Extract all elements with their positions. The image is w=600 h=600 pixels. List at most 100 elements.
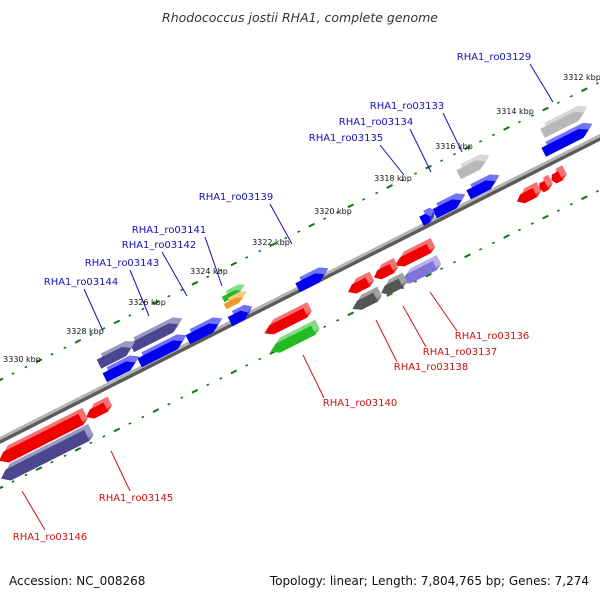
scale-tick	[569, 202, 573, 206]
gene-arrow[interactable]	[551, 165, 567, 184]
scale-tick	[258, 357, 262, 361]
scale-tick	[141, 307, 145, 311]
scale-tick	[230, 369, 238, 375]
scale-tick	[440, 267, 444, 270]
scale-tick	[50, 352, 54, 356]
leader-line	[375, 319, 398, 363]
gene-arrow[interactable]	[264, 302, 312, 335]
scale-tick	[258, 249, 262, 253]
scale-tick-label: 3320 kbp	[314, 207, 352, 216]
scale-tick	[401, 286, 405, 290]
scale-tick	[191, 280, 199, 286]
gene-label[interactable]: RHA1_ro03138	[394, 362, 469, 373]
gene-arrow[interactable]	[227, 304, 252, 326]
scale-tick	[503, 234, 510, 239]
leader-line	[402, 305, 427, 348]
scale-tick	[478, 140, 483, 143]
scale-tick	[35, 358, 43, 363]
scale-tick	[102, 435, 106, 438]
scale-tick	[569, 94, 573, 98]
scale-tick	[386, 292, 393, 297]
gene-label[interactable]: RHA1_ro03139	[199, 192, 274, 203]
leader-line	[204, 236, 223, 287]
gene-arrow[interactable]	[223, 291, 247, 310]
gene-arrow[interactable]	[539, 174, 553, 193]
leader-line	[129, 269, 150, 317]
scale-tick-label: 3314 kbp	[496, 107, 534, 116]
gene-arrow[interactable]	[102, 355, 140, 383]
gene-labels: RHA1_ro03129RHA1_ro03133RHA1_ro03134RHA1…	[13, 52, 532, 543]
gene-label[interactable]: RHA1_ro03135	[309, 133, 384, 144]
gene-arrow[interactable]	[270, 319, 320, 353]
scale-tick	[113, 319, 121, 325]
gene-label[interactable]: RHA1_ro03137	[423, 347, 498, 358]
gene-arrow[interactable]	[0, 407, 88, 463]
scale-tick	[180, 396, 184, 399]
gene-label[interactable]: RHA1_ro03133	[370, 101, 445, 112]
gene-arrow[interactable]	[352, 286, 382, 310]
scale-tick	[517, 228, 521, 232]
gene-arrow[interactable]	[517, 182, 542, 204]
gene-label[interactable]: RHA1_ro03129	[457, 52, 532, 63]
gene-arrow[interactable]	[185, 317, 223, 345]
scale-tick	[0, 485, 4, 490]
gene-label[interactable]: RHA1_ro03140	[323, 398, 398, 409]
scale-tick	[128, 422, 132, 425]
gene-label[interactable]: RHA1_ro03142	[122, 240, 197, 251]
gene-arrow[interactable]	[96, 341, 136, 369]
scale-tick	[440, 159, 444, 162]
scale-tick	[141, 415, 145, 419]
gene-features	[0, 105, 593, 481]
scale-tick	[24, 365, 28, 369]
gene-arrow[interactable]	[541, 122, 593, 157]
scale-tick	[89, 333, 93, 337]
gene-arrow[interactable]	[129, 317, 183, 353]
scale-tick	[517, 120, 521, 124]
scale-tick	[35, 466, 43, 471]
gene-arrow[interactable]	[401, 254, 442, 284]
gene-label[interactable]: RHA1_ro03136	[455, 331, 530, 342]
gene-arrow[interactable]	[456, 154, 490, 180]
scale-tick	[453, 152, 457, 156]
gene-arrow[interactable]	[466, 174, 500, 200]
scale-tick	[219, 377, 223, 380]
gene-label[interactable]: RHA1_ro03146	[13, 532, 88, 543]
scale-tick	[128, 314, 132, 317]
gene-arrow[interactable]	[540, 105, 588, 138]
leader-line	[409, 128, 432, 173]
scale-tick	[542, 214, 549, 220]
leader-line	[379, 144, 405, 176]
gene-arrow[interactable]	[137, 334, 187, 368]
scale-tick	[414, 172, 418, 175]
gene-label[interactable]: RHA1_ro03143	[85, 258, 160, 269]
gene-label[interactable]: RHA1_ro03141	[132, 225, 207, 236]
scale-tick	[453, 260, 457, 264]
gene-arrow[interactable]	[348, 271, 375, 294]
scale-tick	[230, 261, 238, 267]
gene-arrow[interactable]	[295, 267, 329, 293]
leader-line	[21, 490, 46, 531]
gene-arrow[interactable]	[381, 272, 408, 295]
gene-arrow[interactable]	[419, 207, 435, 226]
scale-tick	[362, 198, 366, 201]
leader-line	[269, 203, 293, 245]
gene-arrow[interactable]	[395, 237, 436, 267]
gene-arrow[interactable]	[86, 396, 113, 419]
scale-tick	[152, 300, 160, 305]
gene-arrow[interactable]	[432, 193, 466, 219]
scale-tick	[595, 190, 599, 193]
gene-label[interactable]: RHA1_ro03134	[339, 117, 414, 128]
gene-arrow[interactable]	[374, 258, 399, 280]
gene-arrow[interactable]	[1, 424, 94, 481]
leader-line	[529, 63, 554, 103]
scale-tick-label: 3316 kbp	[435, 142, 473, 151]
gene-label[interactable]: RHA1_ro03144	[44, 277, 119, 288]
scale-tick-label: 3328 kbp	[66, 327, 104, 336]
scale-tick	[556, 209, 560, 212]
scale-tick	[167, 402, 171, 406]
scale-tick	[414, 280, 418, 283]
scale-tick	[11, 372, 15, 375]
scale-tick	[102, 327, 106, 330]
gene-label[interactable]: RHA1_ro03145	[99, 493, 174, 504]
